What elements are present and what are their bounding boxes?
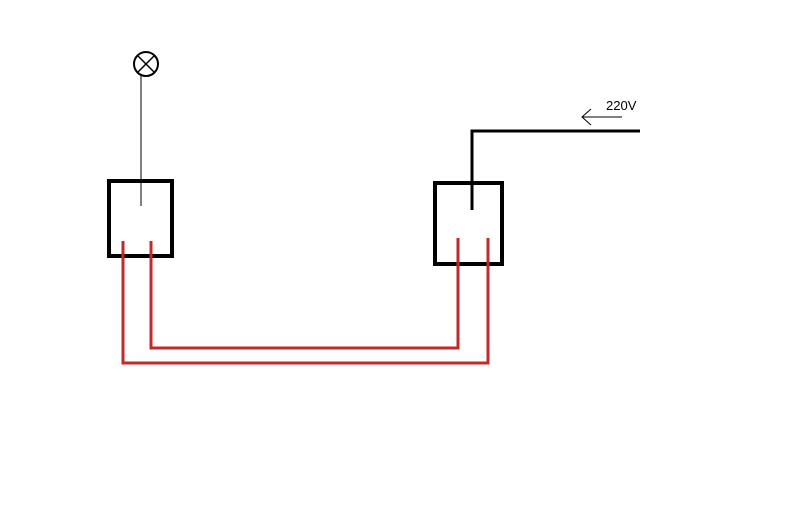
switch-left-box [107,179,174,258]
lamp-icon [133,51,159,77]
switch-right-box [433,181,504,266]
traveler-wire-outer [121,238,490,365]
arrow-left-icon [581,108,622,126]
supply-wire [470,129,640,210]
supply-voltage-label: 220V [606,98,637,113]
traveler-wire-inner [149,238,460,350]
